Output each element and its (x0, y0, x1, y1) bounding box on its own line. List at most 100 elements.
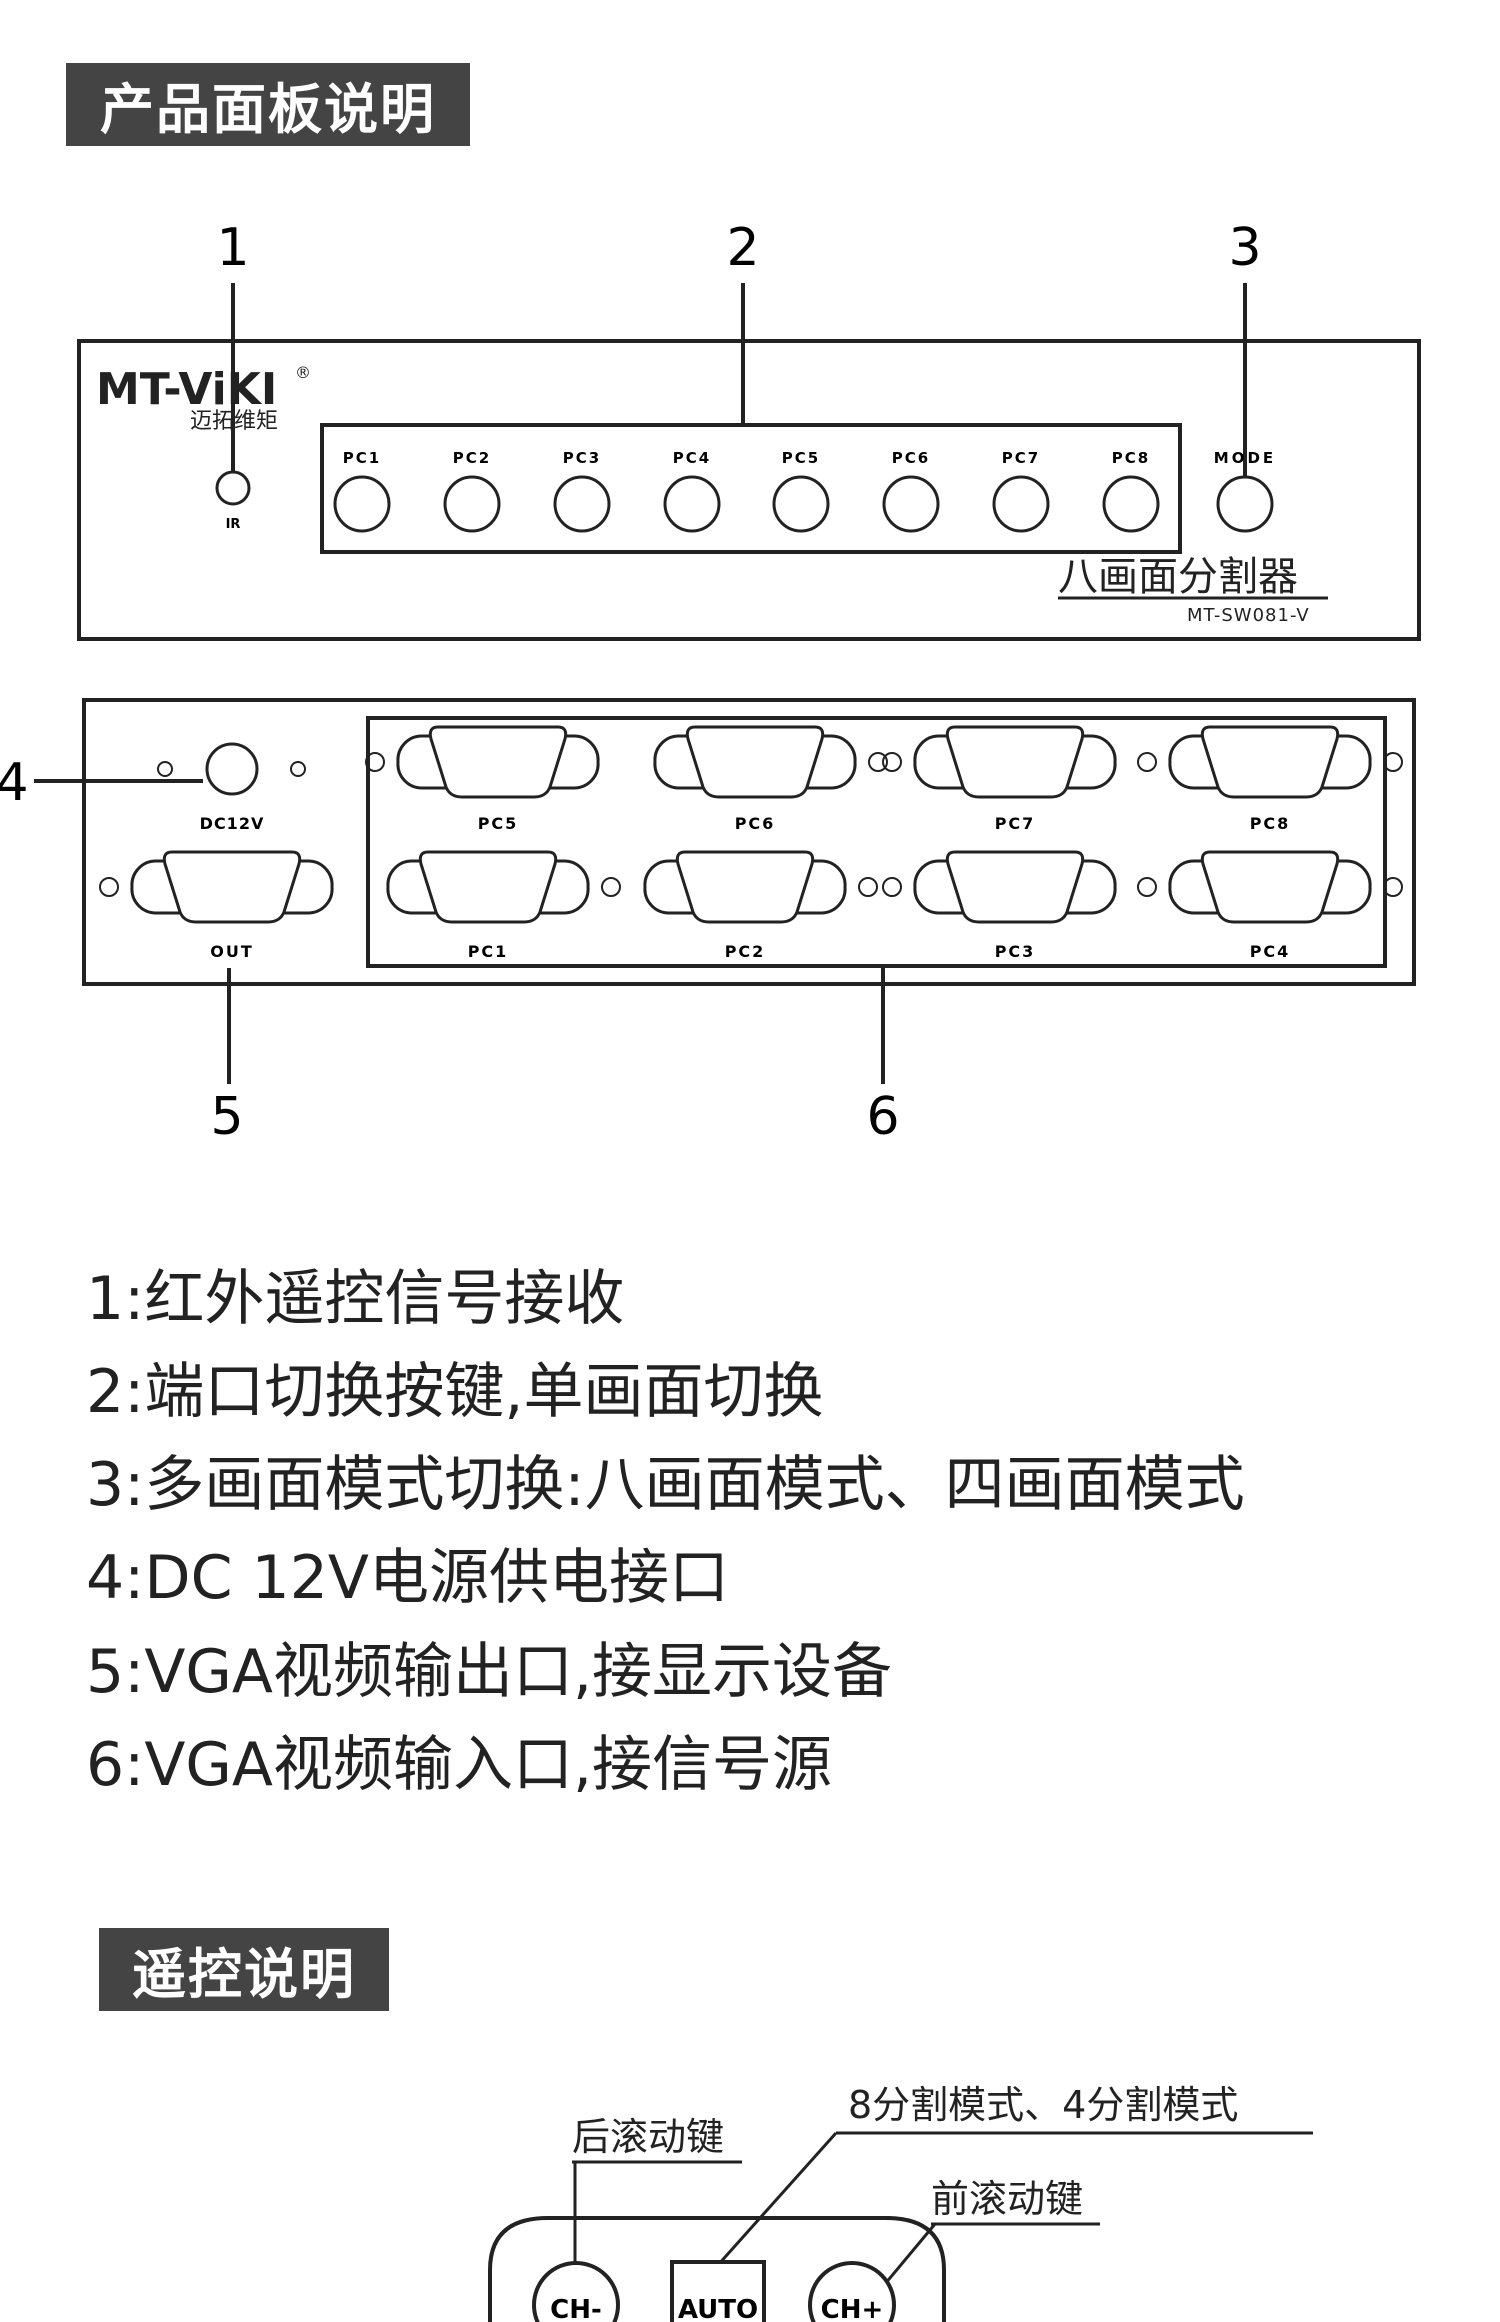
ch-minus-button[interactable] (532, 2261, 620, 2322)
port-button-label: PC5 (782, 449, 820, 467)
screw-icon (601, 877, 621, 897)
port-button-label: PC1 (343, 449, 381, 467)
callout-6: 6 (866, 1087, 899, 1147)
vga-shell (913, 734, 1117, 790)
vga-shell (643, 859, 847, 915)
description-6: 6:VGA视频输入口,接信号源 (86, 1730, 833, 1800)
ch-plus-label: CH+ (821, 2295, 884, 2322)
port-button-label: PC2 (453, 449, 491, 467)
port-button[interactable] (882, 475, 940, 533)
brand-logo: MT-ViKI (96, 364, 277, 415)
back-panel-outline (82, 698, 1416, 986)
auto-button[interactable] (670, 2260, 766, 2322)
product-name: 八画面分割器 (1058, 554, 1298, 600)
callout-2: 2 (726, 218, 759, 278)
leader-mode (716, 2132, 838, 2266)
model-number: MT-SW081-V (1187, 605, 1310, 626)
vga-output-port[interactable] (162, 850, 302, 924)
screw-icon (99, 877, 119, 897)
callout-4: 4 (0, 753, 29, 813)
vga-port-label: PC3 (995, 942, 1036, 961)
vga-shell (1168, 734, 1372, 790)
section-title-panel: 产品面板说明 (66, 63, 470, 146)
port-button[interactable] (772, 475, 830, 533)
port-button[interactable] (443, 475, 501, 533)
port-button[interactable] (663, 475, 721, 533)
section-title-remote: 遥控说明 (99, 1928, 389, 2011)
callout-1: 1 (216, 218, 249, 278)
vga-port-label: PC6 (735, 814, 776, 833)
screw-icon (868, 752, 888, 772)
registered-mark: ® (295, 363, 311, 382)
input-ports-box (366, 716, 1387, 968)
screw-icon (882, 877, 902, 897)
port-button-label: PC6 (892, 449, 930, 467)
port-button-label: PC8 (1112, 449, 1150, 467)
mode-button[interactable] (1216, 475, 1274, 533)
vga-shell (1168, 859, 1372, 915)
vga-shell (653, 734, 857, 790)
screw-icon (1137, 752, 1157, 772)
screw-icon (882, 752, 902, 772)
power-label: DC12V (200, 814, 265, 833)
port-buttons-box (320, 423, 1182, 554)
port-button[interactable] (553, 475, 611, 533)
port-button-label: PC4 (673, 449, 711, 467)
out-label: OUT (210, 942, 254, 961)
front-panel-outline (77, 339, 1421, 641)
callout-3: 3 (1228, 218, 1261, 278)
label-back-scroll: 后滚动键 (572, 2115, 724, 2159)
port-button-label: PC3 (563, 449, 601, 467)
brand-cn: 迈拓维矩 (190, 409, 278, 434)
vga-input-port[interactable] (428, 725, 568, 799)
vga-input-port[interactable] (675, 850, 815, 924)
port-button[interactable] (333, 475, 391, 533)
vga-port-label: PC4 (1250, 942, 1291, 961)
description-2: 2:端口切换按键,单画面切换 (86, 1357, 824, 1427)
screw-icon (1383, 752, 1403, 772)
ch-minus-label: CH- (550, 2295, 602, 2322)
vga-port-label: PC5 (478, 814, 519, 833)
description-5: 5:VGA视频输出口,接显示设备 (86, 1637, 893, 1707)
vga-input-port[interactable] (685, 725, 825, 799)
screw-icon (157, 761, 173, 777)
vga-input-port[interactable] (1200, 850, 1340, 924)
ch-plus-button[interactable] (808, 2261, 896, 2322)
ir-receiver-icon (215, 470, 251, 506)
port-button[interactable] (1102, 475, 1160, 533)
vga-shell (130, 859, 334, 915)
vga-input-port[interactable] (945, 850, 1085, 924)
mode-label: MODE (1214, 449, 1276, 467)
vga-shell (386, 859, 590, 915)
screw-icon (365, 752, 385, 772)
screw-icon (1383, 877, 1403, 897)
vga-port-label: PC1 (468, 942, 509, 961)
ir-label: IR (226, 517, 241, 532)
dc-power-jack-icon (205, 742, 259, 796)
auto-label: AUTO (678, 2295, 758, 2322)
vga-port-label: PC2 (725, 942, 766, 961)
screw-icon (858, 877, 878, 897)
port-buttons: PC1 PC2 PC3 PC4 PC5 PC6 PC7 PC8 (333, 449, 1160, 533)
screw-icon (1137, 877, 1157, 897)
label-mode: 8分割模式、4分割模式 (848, 2083, 1238, 2127)
vga-input-port[interactable] (1200, 725, 1340, 799)
vga-shell (913, 859, 1117, 915)
description-4: 4:DC 12V电源供电接口 (86, 1543, 729, 1613)
port-button[interactable] (992, 475, 1050, 533)
vga-port-label: PC7 (995, 814, 1036, 833)
vga-input-port[interactable] (418, 850, 558, 924)
label-forward-scroll: 前滚动键 (931, 2177, 1083, 2221)
description-1: 1:红外遥控信号接收 (86, 1264, 625, 1334)
description-3: 3:多画面模式切换:八画面模式、四画面模式 (86, 1450, 1245, 1520)
vga-port-label: PC8 (1250, 814, 1291, 833)
remote-outline (488, 2216, 946, 2322)
port-button-label: PC7 (1002, 449, 1040, 467)
leader-forward-scroll (878, 2223, 937, 2291)
callout-5: 5 (210, 1087, 243, 1147)
vga-shell (396, 734, 600, 790)
screw-icon (290, 761, 306, 777)
vga-input-port[interactable] (945, 725, 1085, 799)
